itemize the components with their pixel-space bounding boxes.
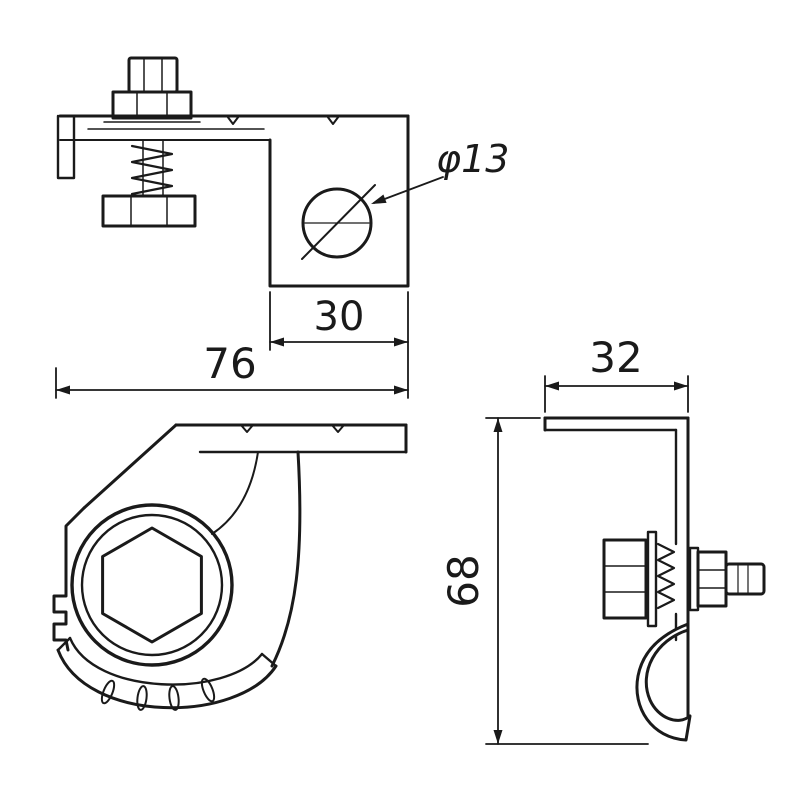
- vent-slot: [200, 677, 216, 703]
- body-fold-line: [211, 451, 259, 535]
- callout-hole-diameter: φ13: [371, 137, 509, 204]
- dim-arrowhead: [56, 385, 70, 395]
- bolt-thread-lines: [737, 563, 749, 595]
- dim-label-flange-depth: 32: [589, 333, 642, 382]
- hole-diagonal-mark: [301, 184, 376, 260]
- dimension-hole-offset: 30: [269, 291, 409, 351]
- weld-notch: [326, 115, 340, 125]
- hex-socket: [101, 526, 203, 644]
- dimension-overall-height: 68: [439, 417, 649, 745]
- hex-nut-right-facets: [697, 569, 727, 589]
- bolt-head-facets: [143, 57, 163, 93]
- left-flange: [56, 114, 76, 180]
- hook-claw: [635, 622, 692, 742]
- body-right-edge: [270, 450, 302, 668]
- mounting-hole: [301, 187, 373, 259]
- leader-line: [373, 176, 444, 204]
- dim-label-overall-height: 68: [439, 554, 488, 607]
- hex-nut-right: [696, 550, 728, 608]
- front-view: [52, 423, 408, 711]
- guard-band-caps: [56, 636, 278, 668]
- vent-slot: [100, 679, 116, 705]
- top-view: [56, 56, 410, 288]
- dim-label-hole-diameter: φ13: [436, 137, 509, 181]
- bolt-end: [724, 562, 766, 596]
- boss-outer-circle: [70, 503, 234, 667]
- boss-inner-ring: [80, 513, 224, 657]
- dim-arrowhead: [545, 381, 559, 391]
- dim-label-overall-width: 76: [203, 339, 256, 388]
- hex-nut-upper-facets: [136, 91, 168, 119]
- side-view: [543, 416, 766, 742]
- dim-arrowhead: [493, 418, 503, 432]
- bolt-head: [127, 56, 179, 94]
- dim-label-hole-offset: 30: [314, 294, 365, 340]
- washer-left: [646, 530, 658, 628]
- hex-nut-lower: [101, 194, 197, 228]
- hex-nut-side-facets: [603, 565, 647, 593]
- weld-notch: [331, 424, 345, 433]
- leader-arrowhead: [371, 194, 387, 204]
- dimension-overall-width: 76: [55, 291, 409, 399]
- plate-right-face: [268, 114, 410, 288]
- guard-band-outer: [56, 648, 278, 710]
- hex-nut-side: [602, 538, 648, 620]
- spring-coil-side: [656, 542, 676, 610]
- dimension-flange-depth: 32: [544, 333, 689, 413]
- spring-coil: [130, 144, 174, 196]
- dim-arrowhead: [394, 337, 408, 347]
- weld-notch: [240, 424, 254, 433]
- vent-slot: [136, 685, 148, 711]
- dim-arrowhead: [493, 730, 503, 744]
- weld-notch: [226, 115, 240, 125]
- dim-arrowhead: [270, 337, 284, 347]
- body-left-edge: [52, 506, 86, 652]
- body-top-diagonal: [82, 423, 178, 510]
- vent-slot: [168, 685, 180, 711]
- guard-band-inner: [68, 636, 264, 686]
- hex-nut-upper: [111, 90, 193, 120]
- dim-arrowhead: [394, 385, 408, 395]
- hex-nut-lower-facets: [130, 195, 168, 227]
- dim-arrowhead: [674, 381, 688, 391]
- extension-lines: [544, 375, 689, 413]
